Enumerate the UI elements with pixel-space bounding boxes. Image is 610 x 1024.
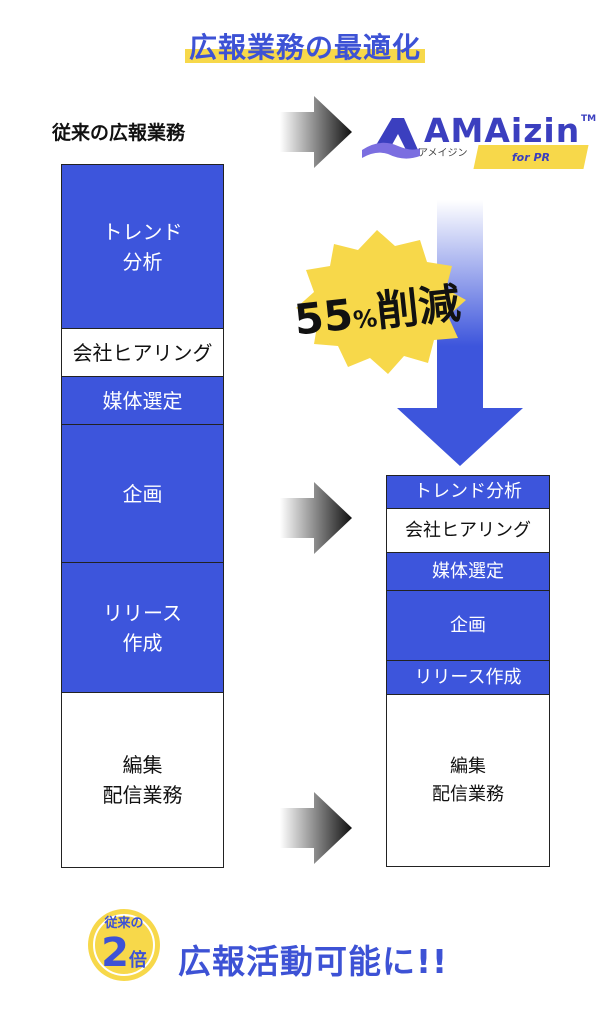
page-title: 広報業務の最適化	[184, 26, 425, 66]
right-segment-media-selection: 媒体選定	[387, 553, 549, 591]
left-segment-trend-analysis: トレンド 分析	[62, 165, 223, 329]
title-wrap: 広報業務の最適化	[0, 26, 610, 66]
down-arrow	[397, 200, 523, 466]
left-segment-company-hearing: 会社ヒアリング	[62, 329, 223, 377]
starburst	[296, 230, 466, 374]
right-segment-editing-distribution: 編集 配信業務	[387, 695, 549, 866]
medal-top-text: 従来の	[104, 916, 144, 931]
medal-value: 2倍	[92, 930, 156, 976]
left-column-heading: 従来の広報業務	[52, 122, 186, 144]
logo-trademark: TM	[581, 114, 597, 124]
medal-number: 2	[101, 930, 129, 976]
medal-unit: 倍	[128, 950, 147, 971]
bottom-message: 広報活動可能に!!	[178, 942, 449, 981]
right-segment-trend-analysis: トレンド分析	[387, 476, 549, 509]
right-process-column: トレンド分析 会社ヒアリング 媒体選定 企画 リリース作成 編集 配信業務	[386, 475, 550, 867]
logo-wordmark: AMAizin	[424, 111, 581, 150]
right-segment-company-hearing: 会社ヒアリング	[387, 509, 549, 553]
right-segment-planning: 企画	[387, 591, 549, 661]
reduction-unit: %	[351, 304, 379, 335]
right-arrow-top	[280, 96, 352, 168]
logo-mark-icon	[362, 118, 420, 159]
logo-badge-label: for PR	[511, 150, 551, 164]
logo-kana: アメイジン	[418, 148, 468, 159]
left-segment-editing-distribution: 編集 配信業務	[62, 693, 223, 867]
left-process-column: トレンド 分析 会社ヒアリング 媒体選定 企画 リリース 作成 編集 配信業務	[61, 164, 224, 868]
right-arrow-bottom	[280, 792, 352, 864]
right-segment-release-creation: リリース作成	[387, 661, 549, 695]
left-segment-media-selection: 媒体選定	[62, 377, 223, 425]
left-segment-planning: 企画	[62, 425, 223, 563]
logo-badge: for PR	[473, 145, 589, 169]
medal-badge-icon	[88, 909, 160, 981]
left-segment-release-creation: リリース 作成	[62, 563, 223, 693]
reduction-number: 55	[291, 289, 356, 345]
reduction-label: 削減	[373, 278, 463, 336]
right-arrow-middle	[280, 482, 352, 554]
